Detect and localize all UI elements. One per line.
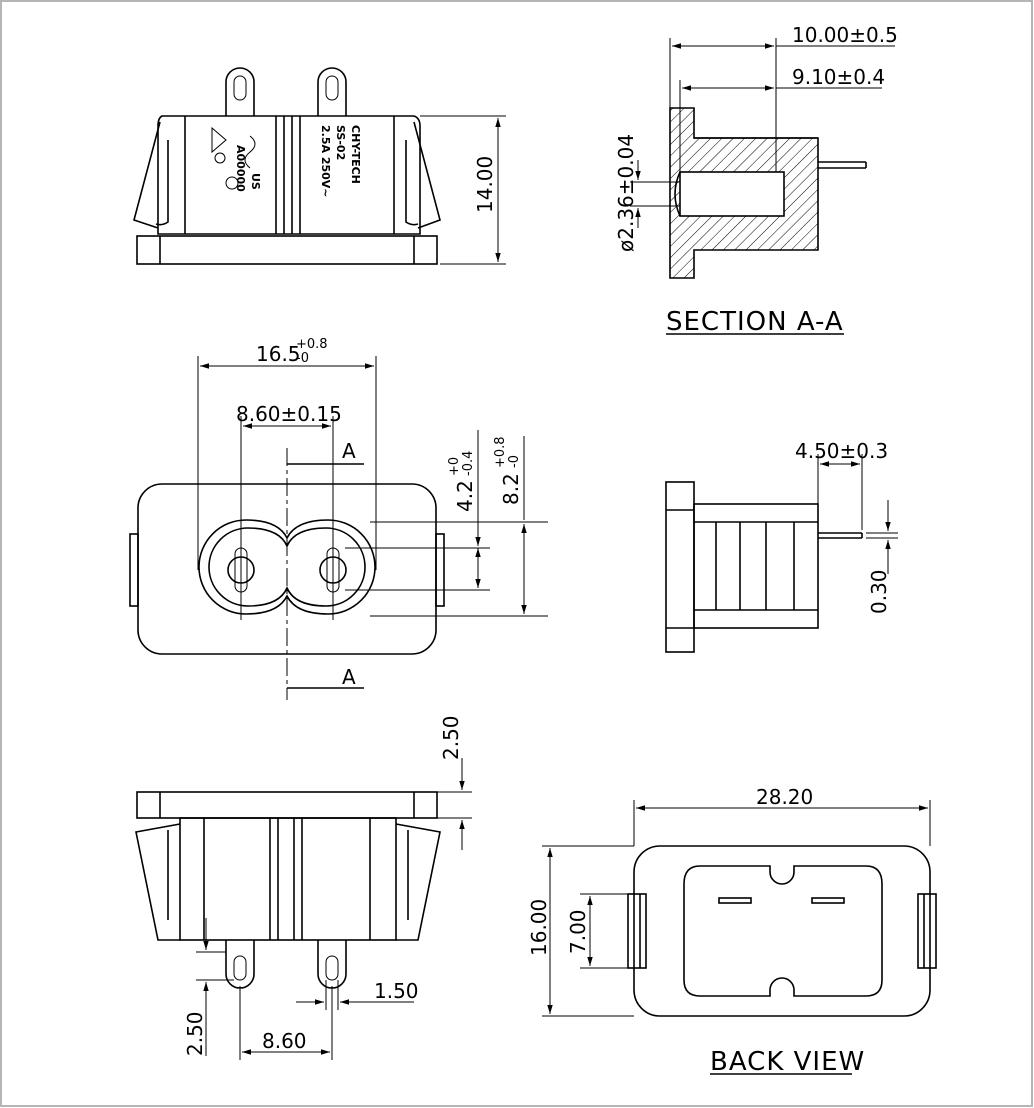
section-aa-view: 10.00±0.5 9.10±0.4 ø2.36±0.04 SECTION A-…: [614, 23, 898, 337]
dim-bottom-tab-width: 1.50: [374, 979, 419, 1003]
dim-section-bore: ø2.36±0.04: [614, 134, 638, 252]
dim-side-pin-length: 4.50±0.3: [795, 439, 888, 463]
cert-logo-icon: [211, 126, 256, 190]
marking-code: A00000: [234, 145, 247, 192]
dim-front-h-large-lower: -0: [507, 455, 522, 468]
back-view: 28.20 16.00 7.00 BACK VIEW: [527, 785, 937, 1077]
back-view-caption: BACK VIEW: [710, 1047, 865, 1077]
section-label-top: A: [342, 439, 356, 463]
dim-front-h-small-main: 4.2: [453, 480, 477, 512]
section-aa-caption: SECTION A-A: [666, 307, 844, 337]
marking-model: SS-02: [334, 125, 347, 160]
section-label-bottom: A: [342, 665, 356, 689]
dim-back-inner-height: 7.00: [566, 909, 590, 954]
dim-front-width-tol-upper: +0.8: [296, 337, 328, 352]
top-view: CHY-TECH SS-02 2.5A 250V~ US A00000 14.0…: [133, 67, 506, 265]
dim-front-h-small-lower: -0.4: [461, 451, 476, 476]
dim-bottom-tab-height: 2.50: [183, 1011, 207, 1056]
dim-front-h-large-main: 8.2: [499, 473, 523, 505]
side-view: 4.50±0.3 0.30: [665, 439, 898, 653]
dim-bottom-tab-pitch: 8.60: [262, 1029, 307, 1053]
dim-front-width-tol-lower: -0: [296, 351, 309, 366]
bottom-view: 2.50 2.50 8.60 1.50: [135, 715, 472, 1060]
dim-back-height: 16.00: [527, 899, 551, 956]
marking-rating: 2.5A 250V~: [319, 125, 332, 198]
dim-top-height: 14.00: [473, 156, 497, 213]
dim-front-h-large-upper: +0.8: [493, 436, 508, 468]
dim-section-inner: 9.10±0.4: [792, 65, 885, 89]
dim-front-h-small-upper: +0: [447, 457, 462, 476]
dim-front-pin-pitch: 8.60±0.15: [236, 402, 342, 426]
dim-back-width: 28.20: [756, 785, 813, 809]
marking-brand: CHY-TECH: [349, 125, 362, 184]
dim-bottom-flange: 2.50: [439, 715, 463, 760]
front-view: A A 16.5 +0.8 -0 8.60±0.15 4.2 +0 -0.4 8…: [129, 337, 548, 700]
dim-side-pin-thickness: 0.30: [867, 569, 891, 614]
marking-cert: US: [249, 173, 262, 190]
dim-section-overall: 10.00±0.5: [792, 23, 898, 47]
dim-front-width-main: 16.5: [256, 342, 301, 366]
